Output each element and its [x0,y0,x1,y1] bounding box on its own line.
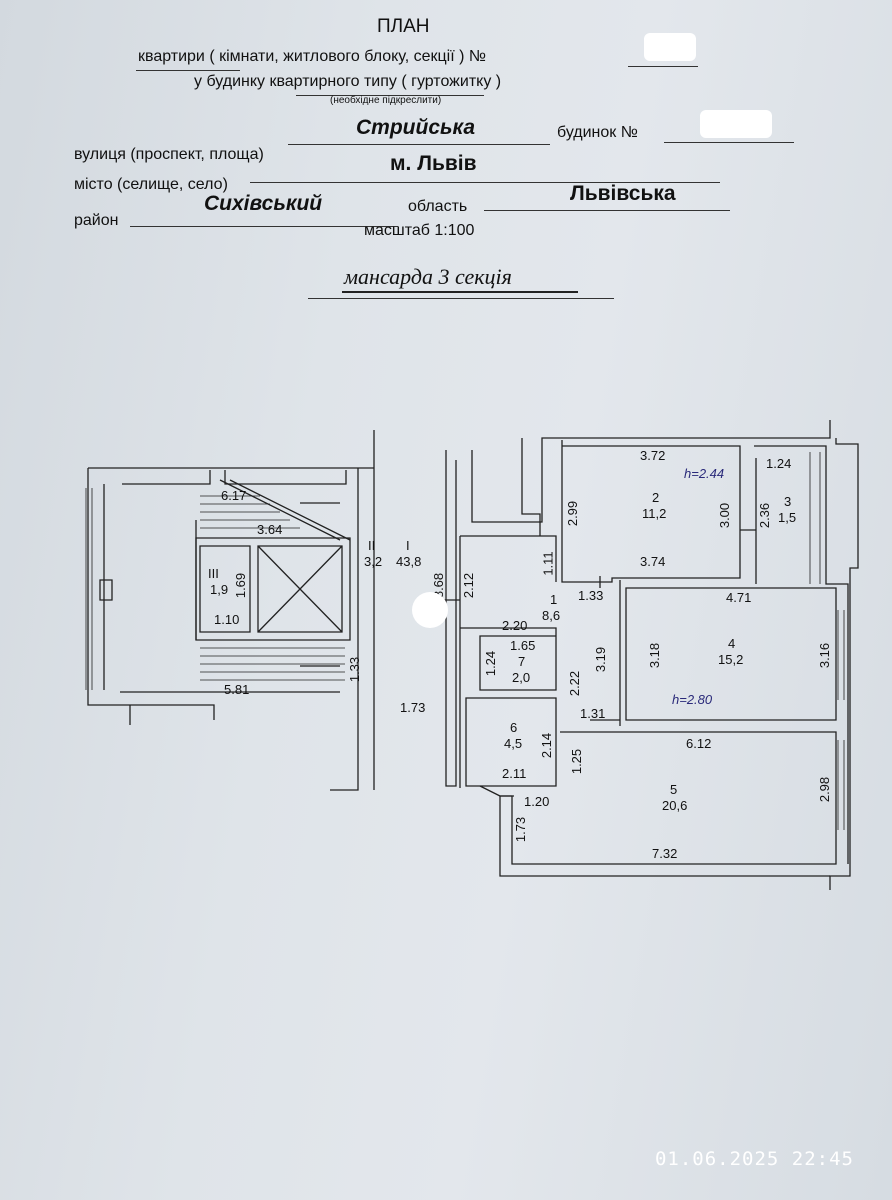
dim-outside-173: 1.73 [400,700,426,715]
dim-stair-617: 6.17 [221,488,247,503]
room-I-area: 43,8 [396,554,422,569]
room-4-area: 15,2 [718,652,744,667]
dim-372: 3.72 [640,448,666,463]
room-II-area: 3,2 [364,554,383,569]
room-6-area: 4,5 [504,736,523,751]
room-II-number: II [368,538,376,553]
header-line-apartment: квартири ( кімнати, житлового блоку, сек… [138,48,487,65]
dim-222: 2.22 [567,670,583,697]
dim-214: 2.14 [539,732,555,759]
dim-612: 6.12 [686,736,712,751]
redacted-house-number [700,110,772,138]
room-6-number: 6 [510,720,518,735]
redacted-spot [412,592,448,628]
dim-374: 3.74 [640,554,666,569]
room-I-number: I [406,538,410,553]
room-III-area: 1,9 [210,582,229,597]
district-value: Сихівський [204,192,323,215]
region-label: область [408,198,468,215]
dim-173: 1.73 [513,816,529,843]
district-label: район [74,212,119,229]
dim-124: 1.24 [766,456,792,471]
dim-125: 1.25 [569,748,585,775]
height-note-280: h=2.80 [672,692,713,707]
dim-212: 2.12 [461,572,477,599]
city-label: місто (селище, село) [74,176,228,193]
redacted-number [644,33,696,61]
dim-318: 3.18 [647,642,663,669]
dim-stair-364: 3.64 [257,522,283,537]
room-3-number: 3 [784,494,792,509]
dim-471: 4.71 [726,590,752,605]
scale-label: масштаб 1:100 [364,222,475,239]
room-7-number: 7 [518,654,526,669]
room-5-number: 5 [670,782,678,797]
room-1-number: 1 [550,592,558,607]
dim-165: 1.65 [510,638,536,653]
dim-211: 2.11 [502,766,527,781]
dim-stair-133: 1.33 [347,656,363,683]
room-7-area: 2,0 [512,670,531,685]
dim-319: 3.19 [593,646,609,673]
room-5-area: 20,6 [662,798,688,813]
dim-111: 1.11 [540,551,556,576]
dim-stair-581: 5.81 [224,682,250,697]
dim-stair-169: 1.69 [233,572,249,599]
room-1-area: 8,6 [542,608,561,623]
underline-note: (необхідне підкреслити) [330,95,442,106]
dim-300: 3.00 [717,502,733,529]
floor-title: мансарда 3 секція [344,264,512,289]
region-value: Львівська [570,182,676,205]
dim-298: 2.98 [817,776,833,803]
dim-732: 7.32 [652,846,678,861]
header-line-building: у будинку квартирного типу ( гуртожитку … [194,73,502,90]
height-note-244: h=2.44 [684,466,725,481]
room-3-area: 1,5 [778,510,797,525]
dim-316: 3.16 [817,642,833,669]
room-2-number: 2 [652,490,660,505]
dim-299: 2.99 [565,500,581,527]
dim-220: 2.20 [502,618,528,633]
street-value: Стрийська [356,116,476,139]
house-label: будинок № [557,124,638,141]
dim-133: 1.33 [578,588,604,603]
city-value: м. Львів [390,152,477,175]
room-2-area: 11,2 [642,506,667,521]
photo-timestamp: 01.06.2025 22:45 [654,1148,854,1170]
dim-120: 1.20 [524,794,550,809]
street-label: вулиця (проспект, площа) [74,146,264,163]
dim-124b: 1.24 [483,650,499,677]
plan-title: ПЛАН [377,16,430,37]
dim-236: 2.36 [757,502,773,529]
dim-131: 1.31 [580,706,606,721]
room-III-number: III [208,566,219,581]
dim-stair-110: 1.10 [214,612,240,627]
room-4-number: 4 [728,636,736,651]
